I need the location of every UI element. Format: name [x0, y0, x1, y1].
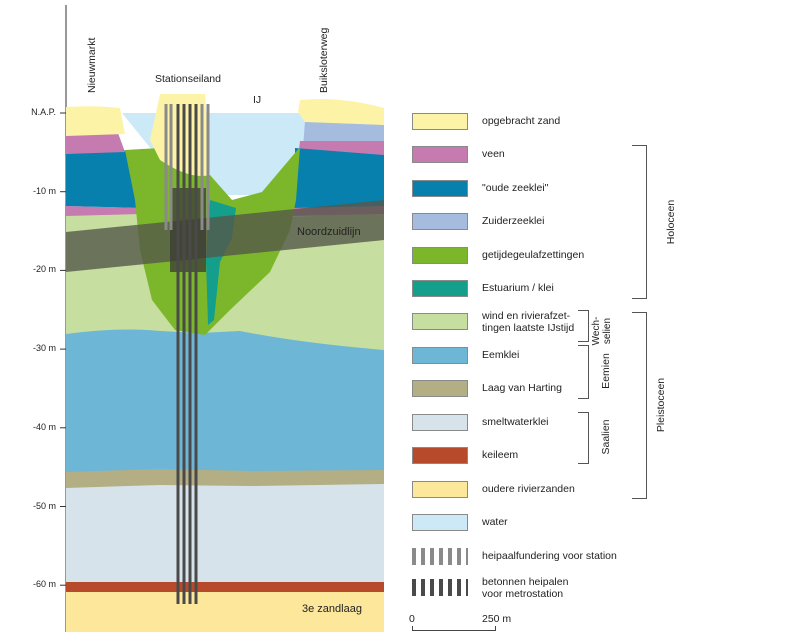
legend-swatch: [412, 481, 468, 498]
scale-end: 250 m: [482, 613, 512, 625]
legend-swatch: [412, 514, 468, 531]
scale-bar: [412, 626, 496, 631]
layer-oude-zeeklei-left: [66, 150, 140, 208]
legend-label: opgebracht zand: [482, 115, 561, 127]
layer-oude-zeeklei-right: [290, 148, 384, 215]
depth-tick-label: -30 m: [32, 343, 56, 354]
layer-eemklei: [66, 328, 384, 472]
depth-tick-label: N.A.P.: [31, 107, 56, 117]
period-pleistoceen: Pleistoceen: [655, 377, 667, 433]
legend-label: veen: [482, 148, 505, 160]
period-eemien: Eemien: [600, 353, 612, 389]
layer-keileem: [66, 581, 384, 592]
legend-label: getijdegeulafzettingen: [482, 249, 585, 261]
legend-swatch: [412, 447, 468, 464]
legend-swatch: [412, 146, 468, 163]
legend-label: Estuarium / klei: [482, 282, 554, 294]
legend-swatch: [412, 113, 468, 130]
legend-label: oudere rivierzanden: [482, 483, 575, 495]
layer-smeltwaterklei: [66, 482, 384, 582]
bracket-holoceen: [632, 145, 647, 299]
legend-label: Eemklei: [482, 349, 520, 361]
label-ij: IJ: [253, 94, 262, 106]
period-saalien: Saalien: [600, 419, 612, 455]
depth-tick-label: -10 m: [32, 185, 56, 196]
legend-label: water: [482, 516, 508, 528]
legend-label: heipaalfundering voor station: [482, 550, 617, 562]
legend-swatch: [412, 347, 468, 364]
layer-zuiderzeeklei-left: [66, 206, 140, 216]
legend-swatch: [412, 280, 468, 297]
layer-veen-left: [66, 133, 125, 154]
bracket-weichselien: [578, 310, 589, 342]
label-nieuwmarkt: Nieuwmarkt: [86, 37, 98, 93]
bracket-eemien: [578, 345, 589, 399]
legend-swatch: [412, 180, 468, 197]
heipalen-metrostation: [176, 104, 198, 604]
label-3e-zandlaag: 3e zandlaag: [302, 603, 362, 615]
depth-tick-label: -60 m: [32, 579, 56, 590]
depth-tick-label: -20 m: [32, 264, 56, 275]
legend-label: smeltwaterklei: [482, 416, 549, 428]
legend-label: betonnen heipalen voor metrostation: [482, 576, 569, 600]
bracket-saalien: [578, 412, 589, 464]
layer-opgebracht-zand-left: [66, 106, 125, 136]
period-weichselien: Wech- selien: [591, 316, 613, 346]
bracket-pleistoceen: [632, 312, 647, 499]
legend-swatch: [412, 247, 468, 264]
legend-label: keileem: [482, 449, 519, 461]
legend-label: Laag van Harting: [482, 382, 562, 394]
depth-tick-label: -40 m: [32, 421, 56, 432]
legend-label: Zuiderzeeklei: [482, 215, 545, 227]
layer-laag-van-harting: [66, 467, 384, 488]
legend-swatch: [412, 213, 468, 230]
label-noordzuidlijn: Noordzuidlijn: [297, 226, 361, 238]
legend-swatch: [412, 579, 468, 596]
legend-swatch: [412, 414, 468, 431]
legend-swatch: [412, 313, 468, 330]
label-buiksloterweg: Buiksloterweg: [318, 27, 330, 93]
period-holoceen: Holoceen: [665, 199, 677, 245]
layer-3e-zandlaag: [66, 591, 384, 632]
noordzuidlijn-tunnel: [66, 200, 384, 272]
legend-swatch: [412, 548, 468, 565]
layer-opgebracht-zand-right: [298, 99, 384, 125]
depth-tick-label: -50 m: [32, 500, 56, 511]
legend-label: "oude zeeklei": [482, 182, 549, 194]
legend-label: wind en rivierafzet- tingen laatste IJst…: [482, 310, 575, 334]
scale-start: 0: [409, 613, 415, 625]
heipalen-station: [164, 104, 210, 230]
label-stationseiland: Stationseiland: [155, 73, 221, 85]
legend-swatch: [412, 380, 468, 397]
station-box: [170, 188, 206, 272]
